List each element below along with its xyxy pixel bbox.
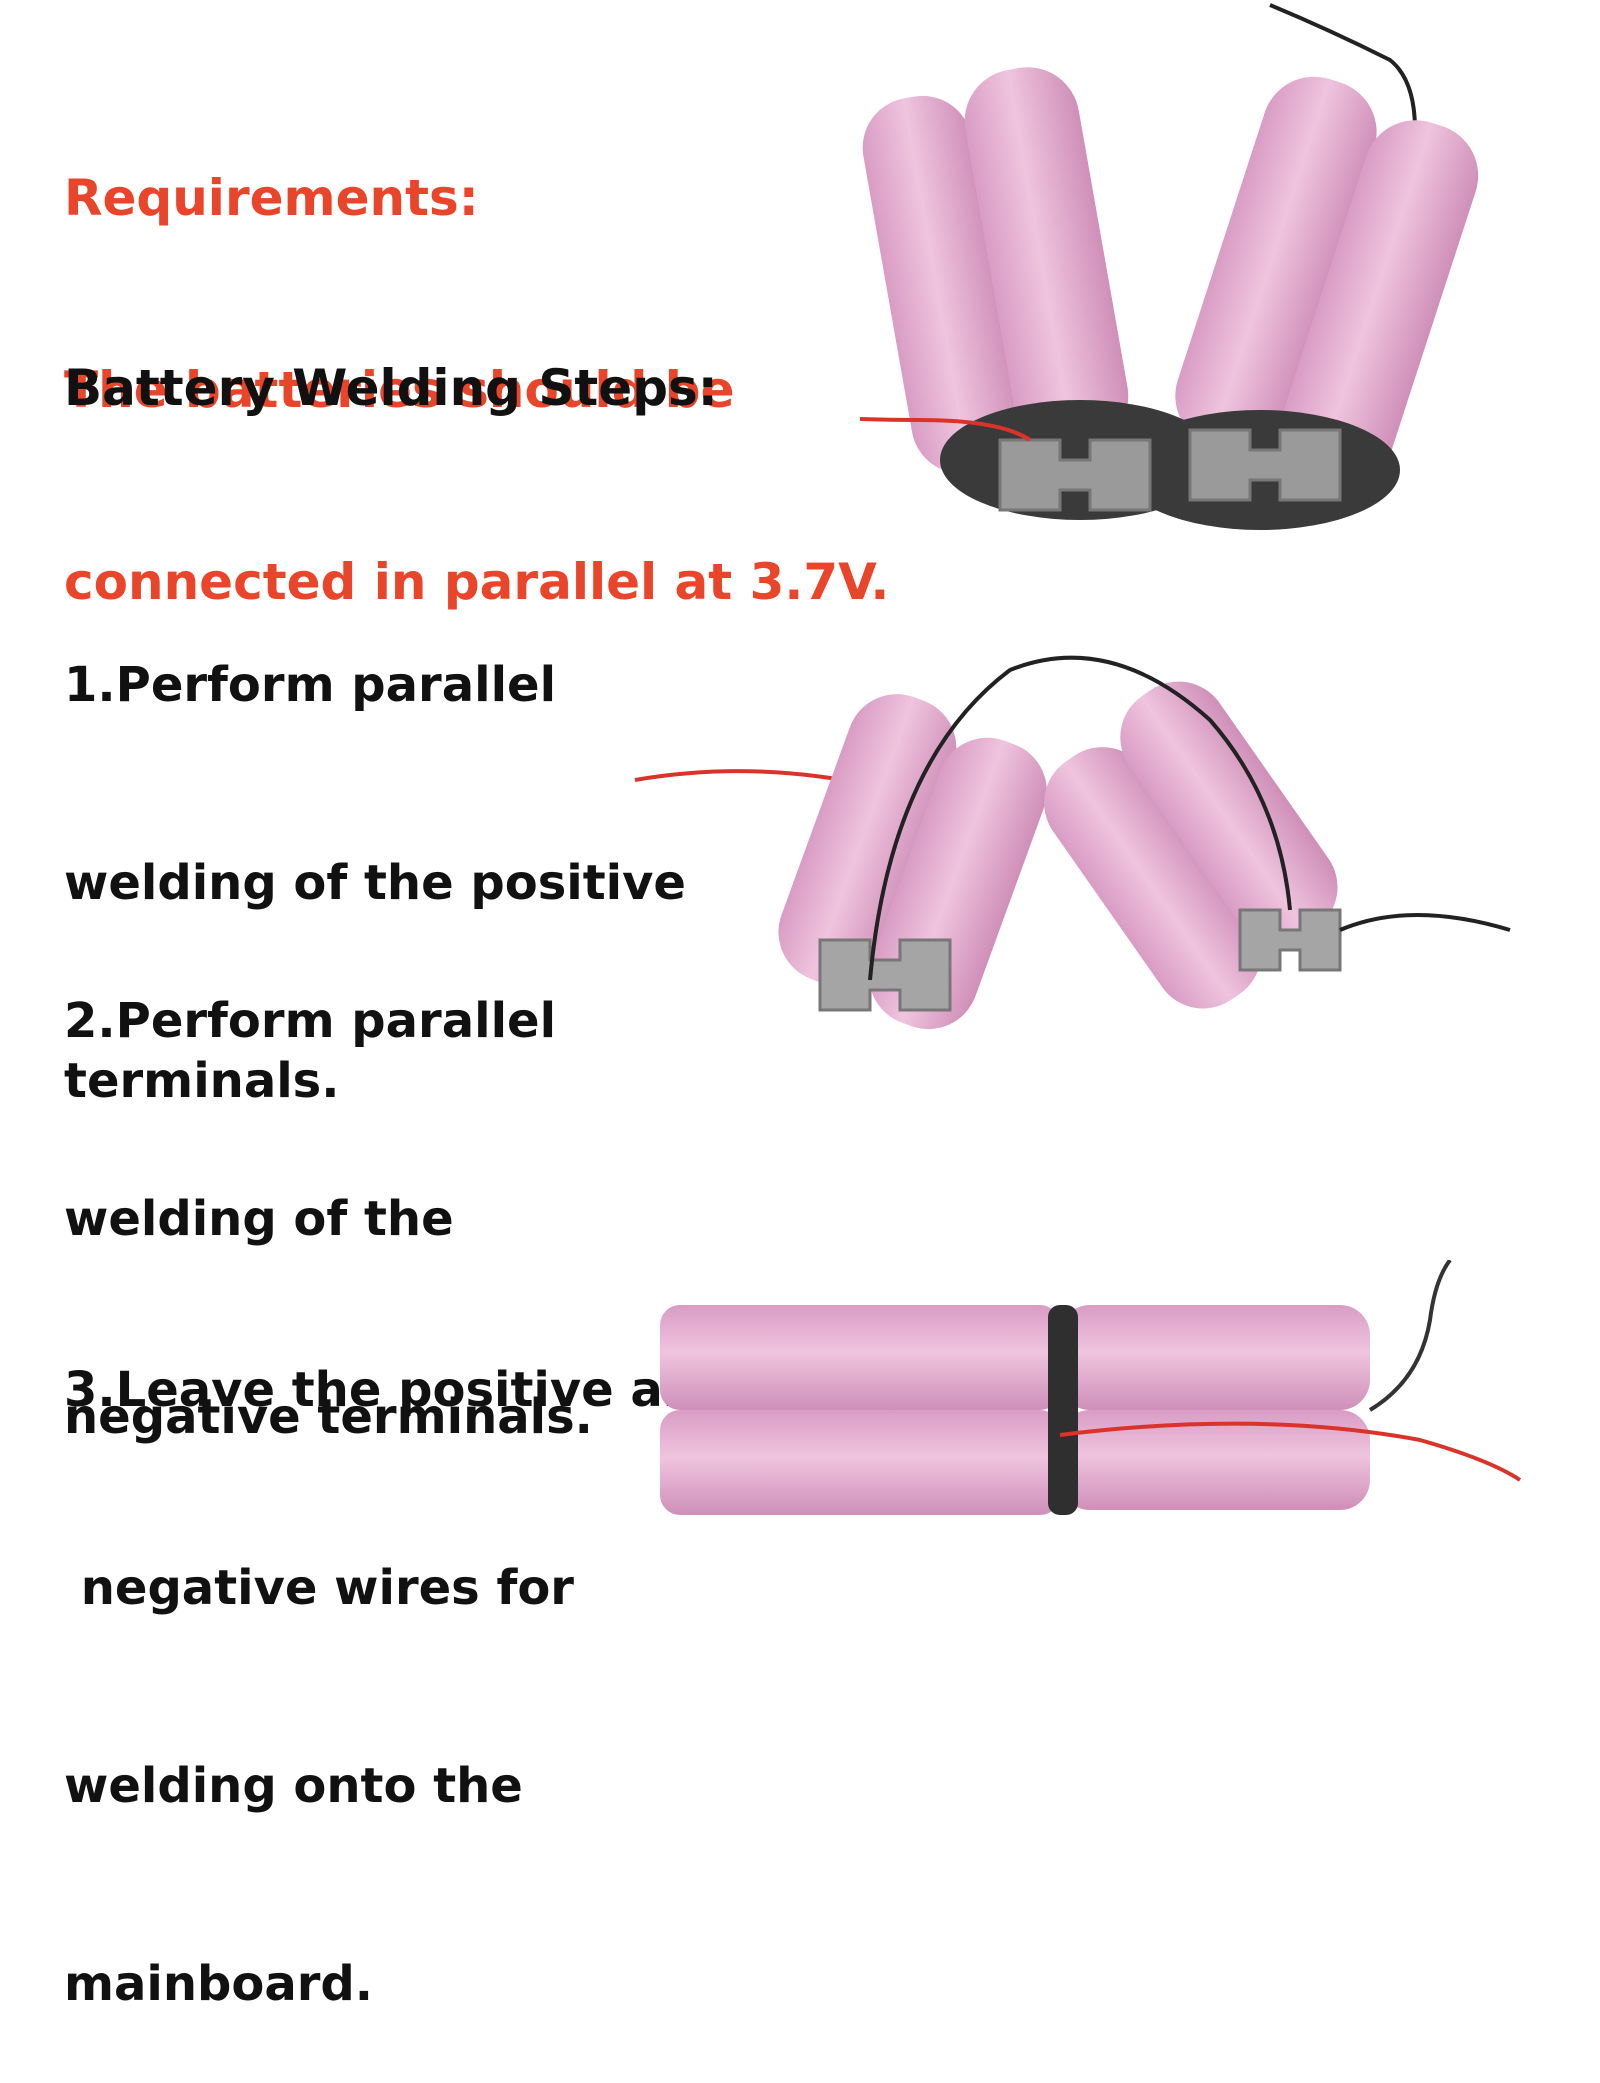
nickel-strip: [998, 438, 1152, 512]
requirements-line-1: The batteries should be: [64, 361, 735, 419]
battery-pack-illustration-1: [860, 3, 1479, 530]
battery-cell: [778, 694, 957, 986]
battery-cell: [964, 67, 1129, 450]
step-1-line-1: 1.Perform parallel: [64, 657, 557, 713]
requirements-label: Requirements:: [64, 169, 479, 227]
battery-cell: [1276, 120, 1479, 495]
battery-pack-illustration-3: [660, 1260, 1522, 1515]
battery-pack-illustration-2: [634, 655, 1511, 1030]
battery-cell: [1175, 76, 1377, 452]
step-2-line-2: welding of the: [64, 1191, 454, 1247]
battery-cell: [660, 1410, 1060, 1515]
step-3-line-3: welding onto the: [64, 1758, 523, 1814]
red-wire: [1059, 1421, 1522, 1482]
red-wire: [860, 417, 1032, 442]
black-wire: [1368, 1260, 1452, 1412]
step-3-line-2: negative wires for: [64, 1560, 574, 1616]
black-wire: [1269, 3, 1417, 131]
battery-cell: [1120, 681, 1338, 943]
nickel-strip: [818, 938, 952, 1012]
step-3-line-1: 3.Leave the positive and: [64, 1362, 732, 1418]
black-wire: [1339, 913, 1511, 932]
step-1-text: 1.Perform parallel welding of the positi…: [64, 520, 686, 1180]
step-3-line-4: mainboard.: [64, 1956, 374, 2012]
nickel-strip: [1188, 428, 1342, 502]
nickel-strip: [1238, 908, 1342, 972]
battery-cell: [1060, 1305, 1370, 1410]
step-3-text: 3.Leave the positive and negative wires …: [64, 1225, 731, 2083]
step-2-text: 2.Perform parallel welding of the negati…: [64, 856, 593, 1516]
battery-cell: [1060, 1410, 1370, 1510]
battery-cell: [862, 95, 1022, 474]
requirements-line-2: connected in parallel at 3.7V.: [64, 553, 890, 611]
requirements-block: Requirements: The batteries should be co…: [64, 38, 889, 678]
step-1-line-2: welding of the positive: [64, 855, 686, 911]
black-wire: [868, 655, 1292, 981]
step-1-line-3: terminals.: [64, 1053, 340, 1109]
welding-steps-heading: Battery Welding Steps:: [64, 359, 718, 417]
battery-cell: [1044, 747, 1262, 1009]
step-2-line-1: 2.Perform parallel: [64, 993, 557, 1049]
step-2-line-3: negative terminals.: [64, 1389, 593, 1445]
battery-cell: [660, 1305, 1060, 1410]
